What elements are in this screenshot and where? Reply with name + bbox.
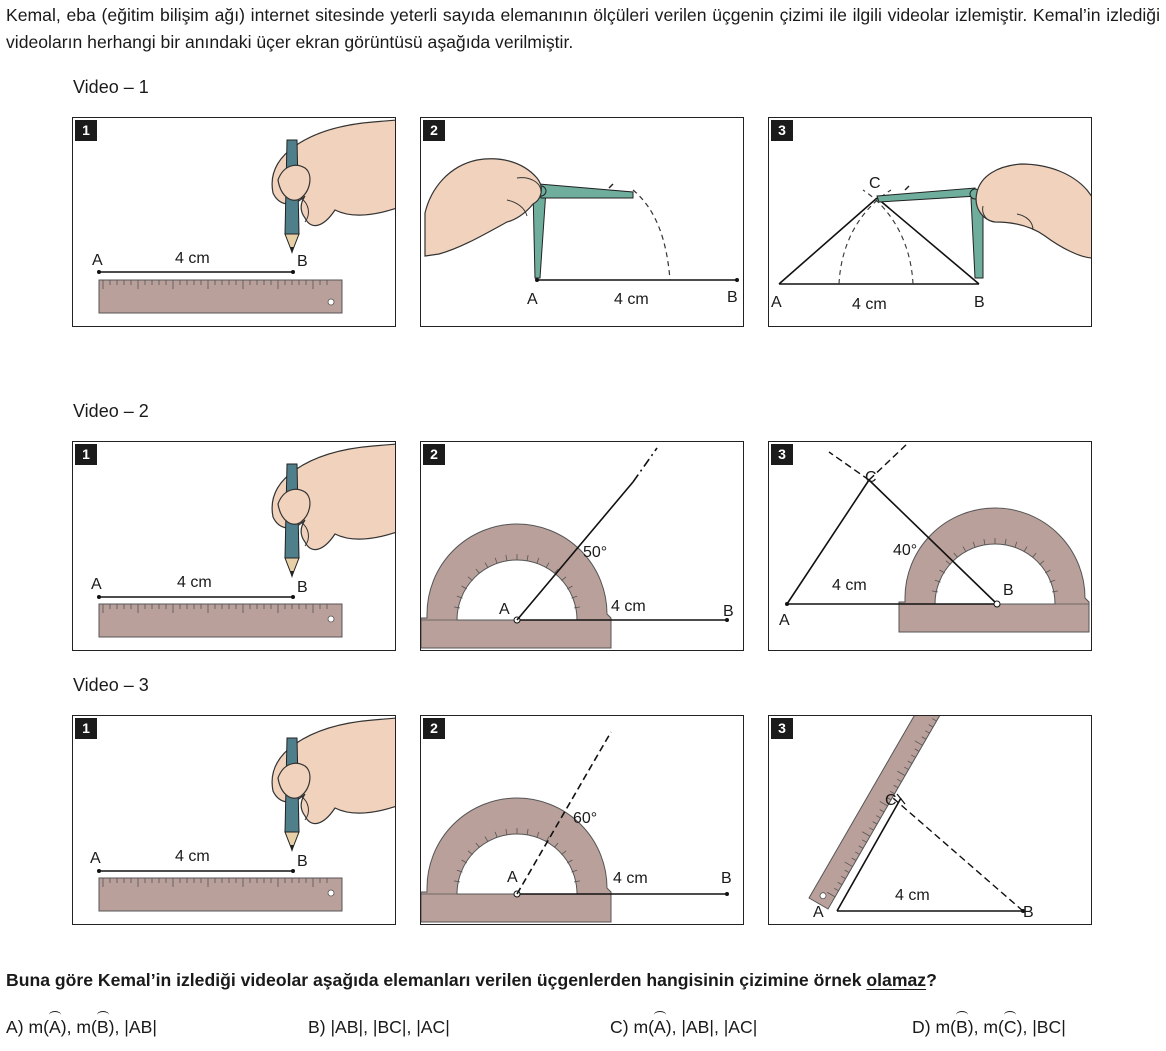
panel-number: 3 [771, 444, 793, 465]
video-2-panel-3: 3 C 40° A B 4 cm [768, 441, 1092, 651]
video-2-panel-2: 2 50° A B 4 cm [420, 441, 744, 651]
panel-number: 1 [75, 444, 97, 465]
point-b-label: B [297, 253, 308, 270]
video-3-panel-2: 2 60° A B 4 cm [420, 715, 744, 925]
point-c-label: C [865, 469, 877, 486]
length-label: 4 cm [895, 887, 930, 904]
video-1-panel-1: 1 A B 4 cm [72, 117, 396, 327]
option-b[interactable]: B) |AB|, |BC|, |AC| [308, 1017, 450, 1037]
length-label: 4 cm [852, 296, 887, 313]
point-b-label: B [723, 603, 734, 620]
video-1-panel-2: 2 A B 4 cm [420, 117, 744, 327]
angle-label: 40° [893, 542, 917, 559]
point-b-label: B [1023, 904, 1034, 921]
angle-label: 50° [583, 544, 607, 561]
compass-arc [632, 189, 671, 281]
compass-icon [876, 185, 984, 279]
point-c-label: C [869, 175, 881, 192]
option-c[interactable]: C) m(A), |AB|, |AC| [610, 1011, 758, 1037]
hand-with-pencil-icon [271, 443, 395, 578]
point-a-label: A [813, 904, 824, 921]
point-a-label: A [90, 850, 101, 867]
ruler [98, 279, 343, 314]
point-a-label: A [779, 612, 790, 629]
ruler [98, 603, 343, 638]
video-2-title: Video – 2 [73, 401, 149, 421]
emphasized-word: olamaz [866, 970, 927, 990]
ray-from-a [786, 479, 870, 605]
protractor [898, 507, 1090, 633]
point-a-label: A [507, 869, 518, 886]
length-label: 4 cm [175, 848, 210, 865]
video-3-title: Video – 3 [73, 675, 149, 695]
length-label: 4 cm [611, 598, 646, 615]
point-b-label: B [727, 289, 738, 306]
segment-ac [778, 197, 878, 285]
panel-number: 2 [423, 718, 445, 739]
point-b-label: B [1003, 582, 1014, 599]
hand-with-pencil-icon [271, 119, 395, 254]
hand-with-pencil-icon [271, 717, 395, 852]
hand-icon [424, 158, 542, 257]
length-label: 4 cm [832, 577, 867, 594]
option-d[interactable]: D) m(B), m(C), |BC| [912, 1011, 1066, 1037]
angle-ray [516, 731, 612, 895]
protractor [421, 523, 612, 649]
point-a-label: A [92, 252, 103, 269]
video-1-panel-3: 3 A B C 4 cm [768, 117, 1092, 327]
length-label: 4 cm [177, 574, 212, 591]
angle-ray [516, 481, 634, 621]
panel-number: 1 [75, 120, 97, 141]
point-b-label: B [721, 870, 732, 887]
panel-number: 3 [771, 120, 793, 141]
protractor [421, 797, 612, 923]
point-b-label: B [974, 294, 985, 311]
length-label: 4 cm [613, 870, 648, 887]
compass-icon [532, 183, 634, 279]
panel-number: 2 [423, 120, 445, 141]
segment-bc [876, 197, 980, 285]
panel-number: 3 [771, 718, 793, 739]
video-2-panel-1: 1 A B 4 cm [72, 441, 396, 651]
ruler [98, 877, 343, 912]
intro-paragraph: Kemal, eba (eğitim bilişim ağı) internet… [6, 5, 1160, 52]
point-a-label: A [527, 291, 538, 308]
length-label: 4 cm [175, 250, 210, 267]
length-label: 4 cm [614, 291, 649, 308]
video-3-panel-3: 3 C A B 4 cm [768, 715, 1092, 925]
video-1-title: Video – 1 [73, 77, 149, 97]
point-b-label: B [297, 579, 308, 596]
segment-ac [836, 797, 902, 912]
ruler [808, 716, 944, 910]
point-a-label: A [91, 576, 102, 593]
dashed-ray-from-b [892, 797, 1024, 912]
angle-label: 60° [573, 810, 597, 827]
point-a-label: A [771, 294, 782, 311]
point-c-label: C [885, 792, 897, 809]
point-a-label: A [499, 601, 510, 618]
panel-number: 2 [423, 444, 445, 465]
question-text: Buna göre Kemal’in izlediği videolar aşa… [6, 970, 937, 990]
point-b-label: B [297, 853, 308, 870]
hand-icon [975, 163, 1091, 259]
option-a[interactable]: A) m(A), m(B), |AB| [6, 1011, 157, 1037]
panel-number: 1 [75, 718, 97, 739]
video-3-panel-1: 1 A B 4 cm [72, 715, 396, 925]
ray-from-b [868, 479, 998, 605]
